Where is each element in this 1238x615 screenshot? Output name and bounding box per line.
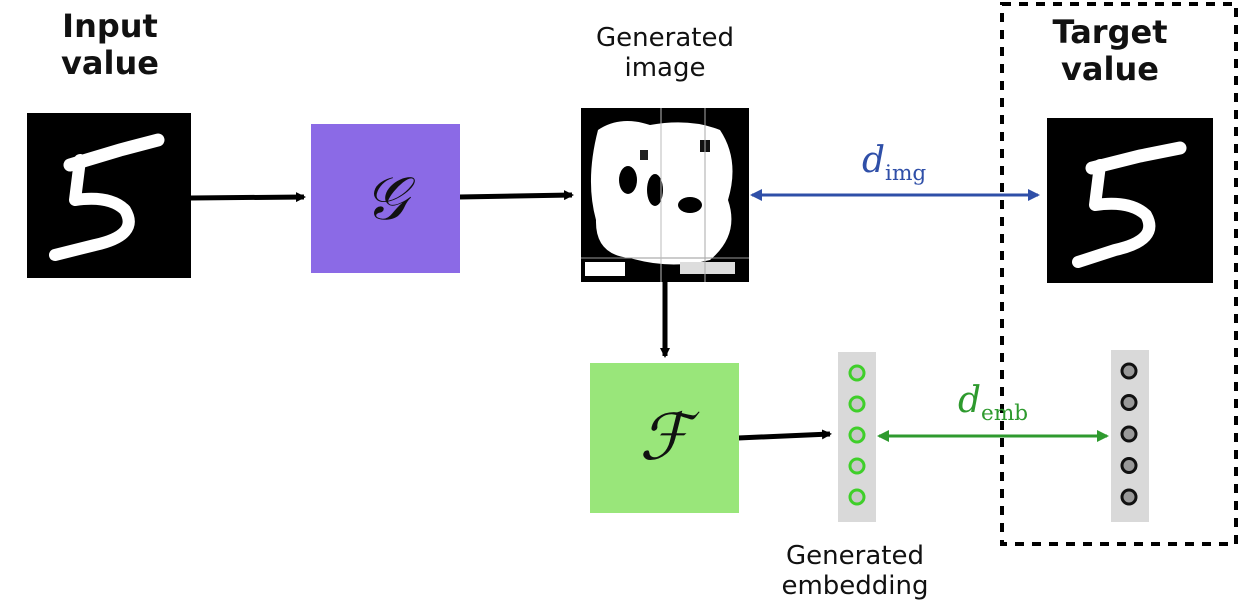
arrow-generator-to-image <box>458 190 574 201</box>
generated-embedding-dot <box>848 457 866 475</box>
generated-image <box>581 108 749 282</box>
generated-image-title-line2: image <box>624 52 706 83</box>
generated-image-title-line1: Generated <box>596 23 734 53</box>
generated-embedding-dot <box>848 488 866 506</box>
generated-embedding-dot <box>848 364 866 382</box>
target-embedding-dots <box>1120 362 1138 506</box>
input-title-line1: Input <box>62 7 158 45</box>
target-title-line2: value <box>1061 49 1159 88</box>
target-digit-image <box>1047 118 1213 283</box>
target-dashed-box <box>1000 2 1238 546</box>
d-emb-symbol: d <box>958 380 982 421</box>
target-embedding-dot <box>1120 425 1138 443</box>
generated-embedding-dots <box>848 364 866 506</box>
d-img-subscript: img <box>885 161 927 187</box>
generated-embedding-title: Generated embedding <box>765 541 945 602</box>
input-title-line2: value <box>61 43 159 82</box>
generated-embedding-dot <box>848 395 866 413</box>
generated-embedding-dot <box>848 426 866 444</box>
encoder-symbol: ℱ <box>639 401 690 475</box>
d-emb-subscript: emb <box>981 401 1029 427</box>
target-embedding-dot <box>1120 362 1138 380</box>
encoder-box: ℱ <box>590 363 739 513</box>
target-embedding-dot <box>1120 488 1138 506</box>
generator-symbol: 𝒢 <box>364 163 407 234</box>
d-img-symbol: d <box>862 140 886 181</box>
input-value-title: Input value <box>40 8 180 82</box>
input-digit-image <box>27 113 191 278</box>
d-img-label: dimg <box>862 140 926 186</box>
generated-embedding-title-line2: embedding <box>781 570 929 601</box>
generated-image-title: Generated image <box>575 23 755 84</box>
target-embedding-dot <box>1120 394 1138 411</box>
arrow-input-to-generator <box>190 192 306 203</box>
target-value-title: Target value <box>1035 14 1185 88</box>
generated-embedding-title-line1: Generated <box>786 541 924 571</box>
target-title-line1: Target <box>1052 13 1168 51</box>
generator-box: 𝒢 <box>311 124 460 273</box>
target-embedding-dot <box>1120 457 1138 474</box>
arrow-encoder-to-embedding <box>737 429 832 441</box>
d-emb-label: demb <box>958 380 1028 426</box>
